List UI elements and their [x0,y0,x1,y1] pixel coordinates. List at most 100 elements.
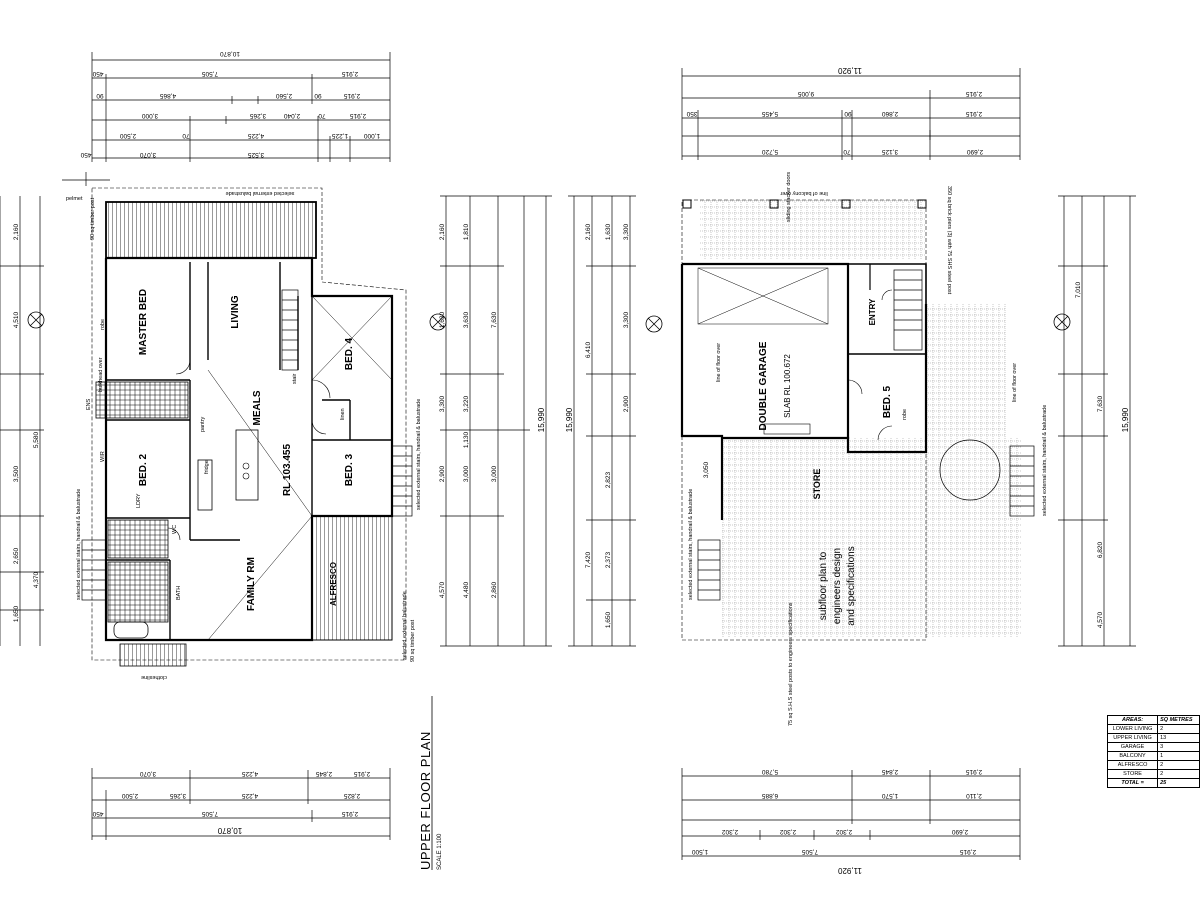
lower-overall-height-right: 15,990 [1121,407,1130,432]
upper-room-labels: MASTER BED LIVING MEALS RL 103.455 BED. … [138,289,355,611]
plan-title: UPPER FLOOR PLAN [418,731,433,870]
bathroom-tiles [107,561,169,623]
upper-top-dim-text: 10,870 450 7,505 2,915 90 4,865 2,560 90… [80,50,380,158]
lower-external-stair-right [1009,445,1035,517]
upper-notes: robe ENS bulkhead over WIR pantry fridge… [76,319,422,680]
dim-label: 4,370 [33,571,40,588]
alfresco-underside [926,304,1006,438]
areas-header-row: AREAS: SQ METRES [1106,715,1200,725]
wc-note: WC [172,525,178,534]
table-row: LOWER LIVING 2 [1106,724,1200,734]
dim-label: 1,225 [331,132,348,139]
lower-overall-width-bottom: 11,920 [838,866,862,875]
dim-label: 5,720 [761,148,778,155]
room-bed4: BED. 4 [344,337,355,370]
lower-horizontal-dim-text: 11,920 9,005 2,915 350 5,455 90 2,860 2,… [686,66,983,875]
dim-label: 1,650 [605,611,612,628]
floor-level: RL 103.455 [282,444,293,497]
room-entry: ENTRY [868,298,877,325]
dim-label: 2,915 [341,70,358,77]
dim-label: 2,860 [881,110,898,117]
robe-note: robe [100,319,106,330]
dim-label: 2,110 [966,792,982,799]
subfloor-line: and specifications [846,546,857,626]
kitchen-island [235,429,259,501]
dim-label: 4,225 [241,792,258,799]
room-bed5: BED. 5 [882,385,893,418]
area-value: 2 [1157,760,1200,770]
room-family: FAMILY RM [246,557,257,611]
upper-bottom-dimensions [91,768,391,840]
lower-external-stair-left [697,539,721,601]
table-row: GARAGE 3 [1106,742,1200,752]
lower-floor-plan [568,68,1136,860]
dim-label: 4,865 [159,92,176,99]
water-tank [939,439,1001,501]
dim-label: 1,650 [13,605,20,622]
dim-label: 3,070 [139,151,156,158]
dim-label: 1,630 [439,311,446,328]
dim-label: 2,040 [283,112,300,119]
dim-label: 1,570 [881,792,898,799]
area-label: STORE [1106,769,1159,779]
dim-label: 1,630 [605,223,612,240]
dim-label: 2,823 [605,471,612,488]
table-row: STORE 2 [1106,769,1200,779]
subfloor-line: engineers design [832,548,843,624]
lower-vertical-dim-text: 2,160 1,630 3,300 3,300 2,900 2,823 2,37… [565,223,1130,628]
balcony-deck [105,201,317,259]
dim-label: 4,570 [1097,611,1104,628]
dim-label: 450 [92,810,103,817]
dim-label: 1,130 [463,431,470,448]
dim-label: 2,900 [623,395,630,412]
stair-note: stair [292,373,298,384]
brick-piers-note: 350 sq brick piers (3) with 75 SHS steel… [946,186,952,295]
balustrade-top-note: selected external balustrade [226,190,295,196]
upper-bottom-dim-text: 3,070 4,225 2,845 2,915 2,500 3,265 4,22… [92,770,370,835]
balcony-over-note: line of balcony over [780,190,828,196]
dim-label: 3,300 [439,395,446,412]
dim-label: 2,845 [881,768,898,775]
dim-label: 6,885 [761,792,778,799]
areas-total-row: TOTAL = 25 [1106,778,1200,788]
dim-label: 3,000 [491,465,498,482]
dim-label: 3,125 [881,148,898,155]
subfloor-line: subfloor plan to [818,551,829,620]
room-alfresco: ALFRESCO [329,562,338,606]
laundry-tiles [107,519,169,559]
areas-header-value: SQ METRES [1157,715,1200,725]
pelmet-note: pelmet [66,196,83,202]
timber-post-top-note: 90 sq timber post [90,197,96,240]
entry-stair [893,269,923,351]
dim-label: 3,300 [623,223,630,240]
dim-label: 2,560 [275,92,292,99]
dim-label: 2,302 [721,828,738,835]
garage-slab-level: SLAB RL 100.672 [783,354,792,418]
dim-label: 2,915 [353,770,370,777]
area-total-value: 25 [1157,778,1200,788]
laundry-note: LDRY [136,493,142,508]
clothesline-area [119,643,187,667]
dim-label: 4,225 [241,770,258,777]
dim-label: 3,050 [703,461,710,478]
dim-label: 7,010 [1075,281,1082,298]
dim-label: 4,480 [463,581,470,598]
dim-label: 350 [686,110,697,117]
linen-note: linen [340,408,346,420]
upper-floor-plan: 10,870 450 7,505 2,915 90 4,865 2,560 90… [0,50,552,840]
dim-label: 9,005 [797,90,814,97]
external-stair-right [391,445,413,517]
dim-label: 2,860 [491,581,498,598]
bed5-robe-note: robe [902,409,908,420]
dim-label: 2,302 [835,828,852,835]
dim-label: 5,455 [761,110,778,117]
upper-overall-width-bottom: 10,870 [217,826,242,835]
steel-posts-note: 75 sq S.H.S steel posts to engineers spe… [788,602,794,726]
lower-left-dimensions [568,195,636,647]
lower-room-labels: DOUBLE GARAGE SLAB RL 100.672 ENTRY BED.… [758,298,893,499]
lower-notes: line of balcony over 350 sq brick piers … [688,172,1048,726]
stairs-right-note: selected external stairs, handrail & bal… [416,399,422,510]
dim-label: 450 [80,151,91,158]
dim-label: 450 [92,70,103,77]
